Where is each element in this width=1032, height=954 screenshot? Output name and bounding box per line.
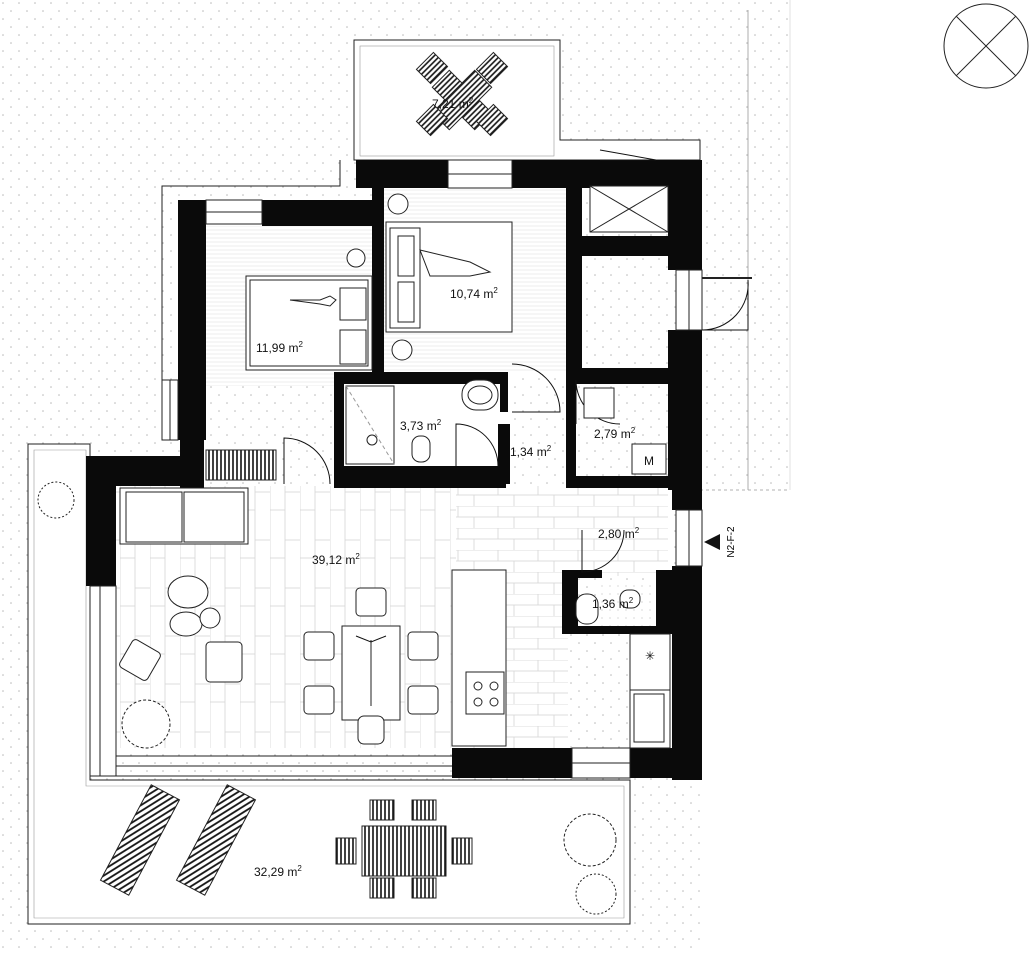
section-marker-label: N2-F-2 — [726, 526, 737, 558]
balcony-table — [415, 51, 509, 137]
walls[interactable] — [86, 160, 702, 780]
living-furniture[interactable]: ✳ — [118, 487, 671, 749]
laundry-cabinet: M — [583, 185, 669, 475]
bathroom-fixtures — [345, 379, 641, 625]
area-terrace: 32,29 m2 — [254, 864, 302, 879]
area-living: 39,12 m2 — [312, 552, 360, 567]
section-marker: N2-F-2 — [704, 526, 737, 558]
area-wc: 1,36 m2 — [592, 596, 634, 611]
svg-text:✳: ✳ — [645, 649, 655, 663]
area-bedroom-2: 10,74 m2 — [450, 286, 498, 301]
north-compass — [943, 3, 1029, 89]
area-storage: 2,79 m2 — [594, 426, 636, 441]
plants — [37, 481, 617, 915]
bedroom-1-furniture — [205, 248, 373, 481]
area-bathroom: 3,73 m2 — [400, 418, 442, 433]
bedroom-2-furniture — [385, 193, 513, 361]
area-balcony: 7,21 m2 — [432, 96, 474, 111]
area-bedroom-1: 11,99 m2 — [256, 340, 303, 355]
terrace — [27, 443, 631, 925]
area-labels: 7,21 m2 11,99 m2 10,74 m2 3,73 m2 1,34 m… — [254, 96, 640, 879]
washer-label: M — [644, 454, 654, 468]
terrace-furniture — [99, 784, 473, 899]
area-hall: 1,34 m2 — [510, 444, 552, 459]
area-entrance: 2,80 m2 — [598, 526, 640, 541]
windows — [89, 159, 703, 779]
